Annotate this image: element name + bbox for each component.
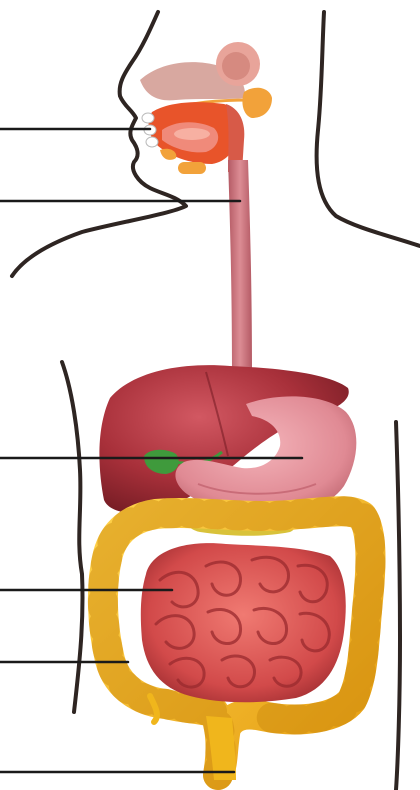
salivary-gland-lower bbox=[178, 162, 206, 174]
torso-right-line bbox=[396, 422, 400, 790]
head-organs bbox=[140, 42, 272, 174]
neck-back-line bbox=[317, 12, 420, 246]
esophagus bbox=[228, 160, 252, 370]
tongue-highlight bbox=[174, 128, 210, 140]
small-intestine bbox=[141, 543, 346, 702]
salivary-gland-upper bbox=[242, 88, 272, 118]
torso-left-line bbox=[62, 362, 83, 712]
brain-tissue-shade bbox=[222, 52, 250, 80]
